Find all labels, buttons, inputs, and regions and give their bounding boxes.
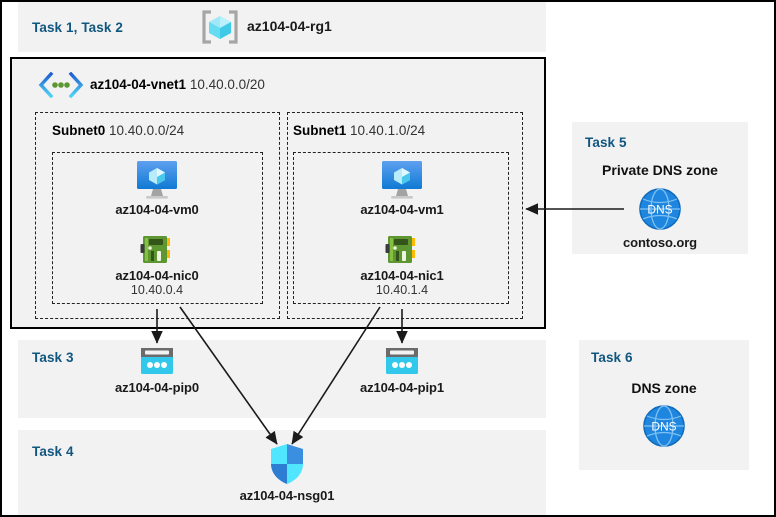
network-interface-icon: [385, 236, 415, 263]
task6-heading: DNS zone: [631, 380, 697, 396]
task5-heading: Private DNS zone: [602, 162, 718, 178]
vnet-name: az104-04-vnet1: [90, 77, 187, 92]
subnet-0-header: Subnet0 10.40.0.0/24: [52, 123, 184, 138]
vnet-address-space: 10.40.0.0/20: [189, 77, 265, 92]
private-dns-zone-node[interactable]: DNS contoso.org: [600, 185, 720, 250]
dns-icon-text: DNS: [651, 420, 676, 434]
pip0-node[interactable]: az104-04-pip0: [97, 346, 217, 395]
task6-panel: [579, 340, 749, 470]
task-label-3: Task 3: [32, 350, 74, 365]
task-label-6: Task 6: [591, 350, 633, 365]
network-security-group-icon: [271, 444, 303, 484]
task-label-5: Task 5: [585, 135, 627, 150]
public-ip-icon: [141, 348, 173, 374]
vnet-header: az104-04-vnet1 10.40.0.0/20: [90, 77, 265, 92]
virtual-network-icon: [38, 71, 84, 99]
network-interface-icon: [140, 236, 170, 263]
virtual-machine-icon: [137, 161, 177, 199]
task3-panel: [18, 340, 546, 418]
subnet-1-name: Subnet1: [293, 123, 347, 138]
vm1-label: az104-04-vm1: [360, 202, 444, 217]
dns-zone-icon: DNS: [643, 405, 685, 447]
nic0-ip: 10.40.0.4: [130, 283, 184, 297]
nsg-node[interactable]: az104-04-nsg01: [227, 442, 347, 503]
vm0-label: az104-04-vm0: [115, 202, 199, 217]
dns-icon-text: DNS: [647, 203, 672, 217]
nic1-label: az104-04-nic1: [360, 268, 444, 283]
dns-zone-icon: DNS: [639, 188, 681, 230]
vm1-node[interactable]: az104-04-vm1: [342, 160, 462, 217]
dns-zone-node[interactable]: DNS: [604, 402, 724, 450]
vnet-box: [10, 57, 546, 329]
public-ip-icon: [386, 348, 418, 374]
task-label-4: Task 4: [32, 444, 74, 459]
pip1-label: az104-04-pip1: [360, 380, 444, 395]
nic1-ip: 10.40.1.4: [375, 283, 429, 297]
resource-group-icon: [200, 10, 240, 44]
subnet-1-header: Subnet1 10.40.1.0/24: [293, 123, 425, 138]
nic1-node[interactable]: az104-04-nic1 10.40.1.4: [342, 234, 462, 297]
task5-panel: [572, 122, 748, 254]
subnet-1-inner-box: [293, 152, 509, 304]
task-label-1-2: Task 1, Task 2: [32, 20, 123, 35]
subnet-1-cidr: 10.40.1.0/24: [350, 123, 426, 138]
resource-group-panel: [18, 2, 546, 52]
nic0-node[interactable]: az104-04-nic0 10.40.0.4: [97, 234, 217, 297]
pip0-label: az104-04-pip0: [115, 380, 199, 395]
resource-group-name: az104-04-rg1: [247, 18, 332, 34]
subnet-box-1: [287, 112, 523, 319]
virtual-machine-icon: [382, 161, 422, 199]
nsg-label: az104-04-nsg01: [239, 488, 335, 503]
vm0-node[interactable]: az104-04-vm0: [97, 160, 217, 217]
pip1-node[interactable]: az104-04-pip1: [342, 346, 462, 395]
subnet-0-inner-box: [52, 152, 263, 304]
subnet-0-name: Subnet0: [52, 123, 106, 138]
nic0-label: az104-04-nic0: [115, 268, 199, 283]
private-dns-zone-name: contoso.org: [622, 235, 697, 250]
subnet-0-cidr: 10.40.0.0/24: [109, 123, 185, 138]
